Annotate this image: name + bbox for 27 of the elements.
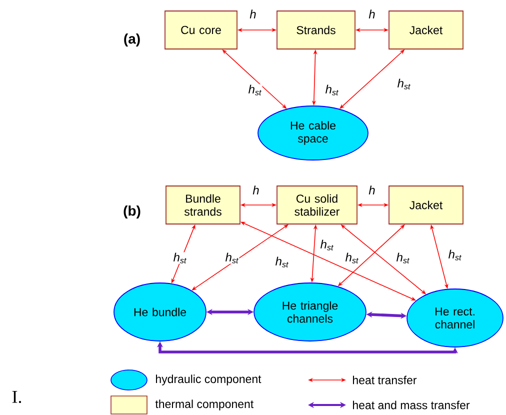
figure-label: I. [12, 390, 22, 404]
edge-label: h$_{st}$ [224, 252, 240, 264]
legend-text: heat transfer [353, 376, 417, 384]
thermal-component-box: Bundle strands [166, 186, 240, 224]
thermal-component-box: Jacket [388, 10, 464, 50]
edge-label: h$_{st}$ [396, 252, 410, 264]
thermal-component-box: Cu core [164, 10, 238, 50]
edge-label: h$_{st}$ [172, 252, 188, 264]
edge-label: h [252, 185, 260, 195]
legend-text: thermal component [155, 400, 254, 410]
edge-label: h [368, 9, 376, 19]
edge-label: h$_{st}$ [344, 252, 360, 264]
edge-label: h$_{st}$ [324, 84, 340, 96]
thermal-component-box: Jacket [388, 186, 464, 224]
thermal-component-box: Cu solid stabilizer [276, 186, 358, 224]
panel-label: (b) [124, 205, 140, 219]
edge-label: h$_{st}$ [274, 256, 290, 268]
panel-label: (a) [124, 33, 140, 47]
edge-label: h$_{st}$ [248, 84, 262, 96]
edge-label: h$_{st}$ [396, 78, 412, 90]
thermal-component-box: Strands [276, 10, 356, 50]
edge-label: h [368, 185, 376, 195]
legend-text: heat and mass transfer [353, 400, 470, 410]
edge-label: h$_{st}$ [320, 239, 334, 251]
edge-label: h$_{st}$ [448, 249, 462, 261]
legend-text: hydraulic component [156, 374, 262, 386]
edge-label: h [249, 9, 257, 19]
